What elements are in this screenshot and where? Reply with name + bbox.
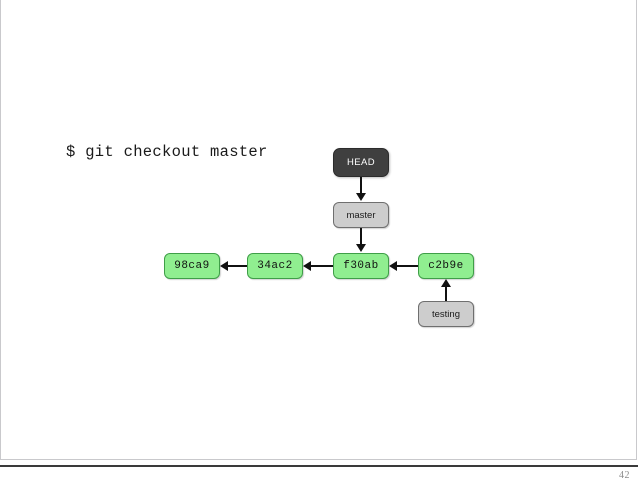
footer-rule: [0, 465, 638, 467]
arrow-f30ab-to-34ac2-shaft: [311, 265, 333, 267]
branch-node-testing-label: testing: [432, 308, 460, 320]
commit-node-98ca9-label: 98ca9: [174, 260, 210, 272]
head-node[interactable]: HEAD: [333, 148, 389, 177]
slide-border: [0, 0, 637, 460]
branch-node-master[interactable]: master: [333, 202, 389, 228]
arrow-testing-to-c2b9e-shaft: [445, 287, 447, 303]
commit-node-98ca9[interactable]: 98ca9: [164, 253, 220, 279]
commit-node-f30ab-label: f30ab: [343, 260, 379, 272]
head-node-label: HEAD: [347, 157, 375, 168]
arrow-34ac2-to-98ca9-tip: [220, 261, 228, 271]
commit-node-f30ab[interactable]: f30ab: [333, 253, 389, 279]
commit-node-c2b9e[interactable]: c2b9e: [418, 253, 474, 279]
arrow-head-to-master-shaft: [360, 177, 362, 194]
arrow-master-to-f30ab-tip: [356, 244, 366, 252]
commit-node-34ac2-label: 34ac2: [257, 260, 293, 272]
arrow-testing-to-c2b9e-tip: [441, 279, 451, 287]
branch-node-master-label: master: [346, 209, 376, 221]
branch-node-testing[interactable]: testing: [418, 301, 474, 327]
commit-node-34ac2[interactable]: 34ac2: [247, 253, 303, 279]
arrow-head-to-master-tip: [356, 193, 366, 201]
arrow-f30ab-to-34ac2-tip: [303, 261, 311, 271]
arrow-34ac2-to-98ca9-shaft: [228, 265, 247, 267]
arrow-c2b9e-to-f30ab-shaft: [397, 265, 418, 267]
page-number: 42: [619, 470, 630, 481]
arrow-master-to-f30ab-shaft: [360, 228, 362, 245]
terminal-command-text: $ git checkout master: [66, 143, 268, 161]
commit-node-c2b9e-label: c2b9e: [428, 260, 464, 272]
arrow-c2b9e-to-f30ab-tip: [389, 261, 397, 271]
